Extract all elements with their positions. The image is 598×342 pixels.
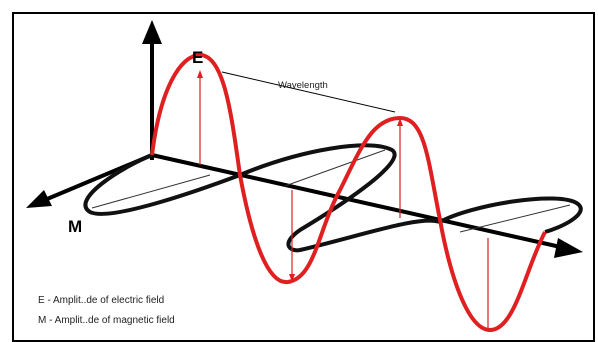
electric-arrowhead-3 bbox=[397, 118, 403, 126]
magnetic-amplitude-line-1 bbox=[91, 174, 211, 209]
legend-magnetic: M - Amplit..de of magnetic field bbox=[38, 315, 175, 326]
wavelength-label: Wavelength bbox=[278, 80, 328, 91]
propagation-axis bbox=[151, 153, 566, 250]
vertical-axis-arrowhead bbox=[142, 20, 162, 44]
magnetic-amplitude-line-2 bbox=[284, 149, 386, 187]
wavelength-indicator bbox=[221, 71, 396, 113]
legend-electric: E - Amplit..de of electric field bbox=[38, 295, 164, 306]
propagation-axis-arrowhead bbox=[554, 238, 583, 258]
magnetic-wave bbox=[83, 143, 583, 253]
m-axis-arrowhead bbox=[26, 190, 52, 208]
electric-wave bbox=[150, 52, 547, 333]
electric-arrowhead-1 bbox=[197, 70, 203, 78]
m-label: M bbox=[68, 217, 82, 236]
e-label: E bbox=[192, 48, 203, 67]
magnetic-amplitude-line-3 bbox=[459, 204, 571, 233]
em-wave-diagram: E M Wavelength E - Amplit..de of electri… bbox=[26, 20, 583, 333]
electric-arrowhead-2 bbox=[289, 274, 295, 282]
